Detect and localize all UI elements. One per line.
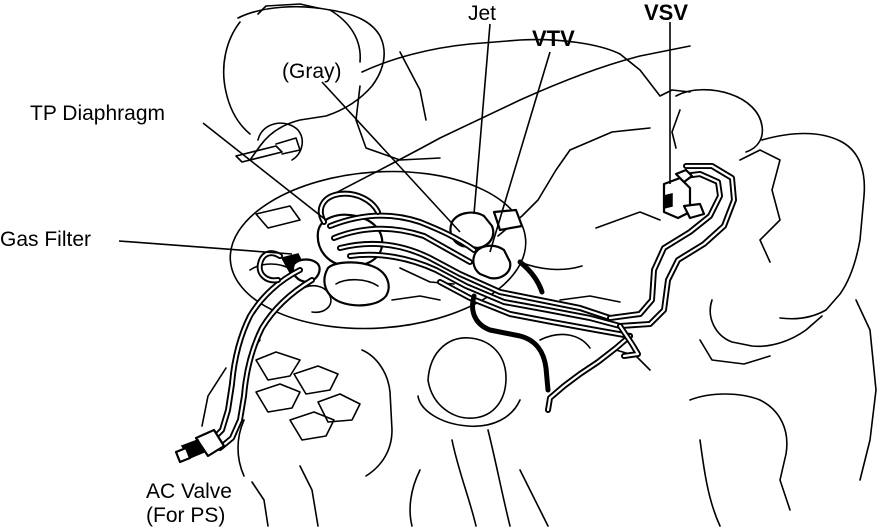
vsv-unit — [662, 168, 706, 220]
ac-valve — [174, 428, 226, 464]
label-vsv: VSV — [644, 0, 688, 25]
label-jet: Jet — [468, 2, 496, 25]
label-tp-diaphragm: TP Diaphragm — [30, 102, 165, 125]
label-gray: (Gray) — [282, 60, 342, 83]
label-gas-filter: Gas Filter — [0, 228, 91, 251]
highlight-ellipse — [229, 170, 527, 330]
leader-lines — [118, 22, 671, 255]
vacuum-hoses — [209, 163, 737, 451]
label-ac-valve-for-ps: (For PS) — [146, 504, 225, 527]
label-vtv: VTV — [532, 26, 575, 51]
label-ac-valve: AC Valve — [146, 480, 232, 503]
engine-outline — [201, 3, 877, 527]
